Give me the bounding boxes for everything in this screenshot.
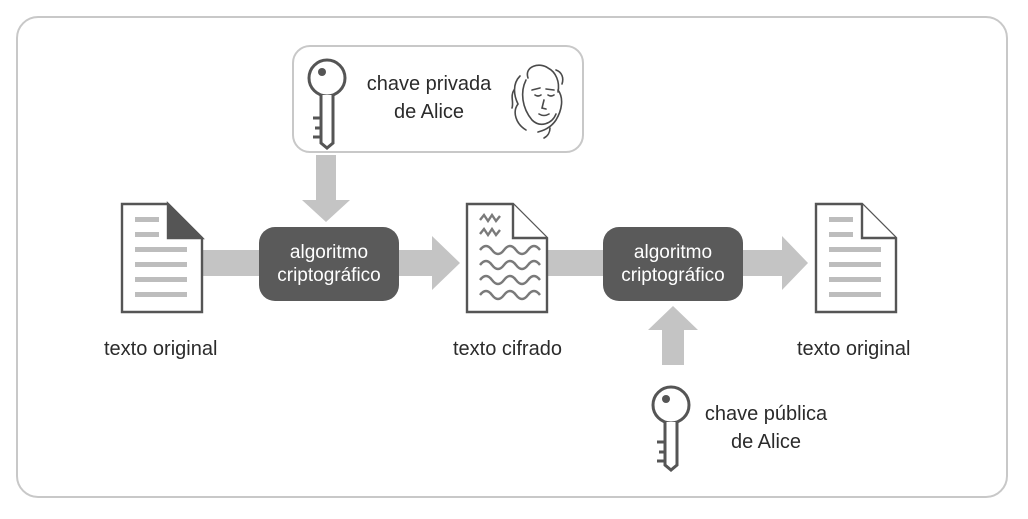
label-original-left: texto original — [104, 338, 218, 360]
label-original-right: texto original — [797, 338, 911, 360]
label-cipher: texto cifrado — [453, 338, 562, 360]
public-key-label: chave pública de Alice — [698, 400, 834, 456]
algorithm-2-line1: algoritmo — [633, 242, 713, 263]
diagram-frame — [16, 16, 1008, 498]
connector-bar-2 — [548, 250, 604, 276]
private-key-box — [292, 45, 584, 153]
arrow-down-icon — [302, 155, 350, 222]
algorithm-box-1: algoritmo criptográfico — [259, 227, 399, 301]
arrow-up-icon — [648, 306, 698, 365]
algorithm-1-line1: algoritmo — [289, 242, 369, 263]
document-icon — [120, 201, 205, 314]
ciphered-document-icon — [465, 202, 549, 314]
woman-face-icon — [511, 64, 564, 139]
document-icon-right — [814, 202, 898, 314]
arrow-right-icon — [398, 236, 460, 290]
algorithm-2-line2: criptográfico — [621, 265, 725, 286]
private-key-line2: de Alice — [393, 101, 465, 123]
private-key-line1: chave privada — [366, 73, 492, 95]
public-key-line2: de Alice — [730, 431, 802, 453]
public-key-icon — [651, 385, 691, 472]
public-key-line1: chave pública — [704, 403, 828, 425]
connector-bar-1 — [202, 250, 260, 276]
algorithm-box-2: algoritmo criptográfico — [603, 227, 743, 301]
private-key-label: chave privada de Alice — [360, 70, 498, 126]
arrow-right-icon-2 — [743, 236, 808, 290]
algorithm-1-line2: criptográfico — [277, 265, 381, 286]
private-key-icon — [307, 58, 347, 150]
